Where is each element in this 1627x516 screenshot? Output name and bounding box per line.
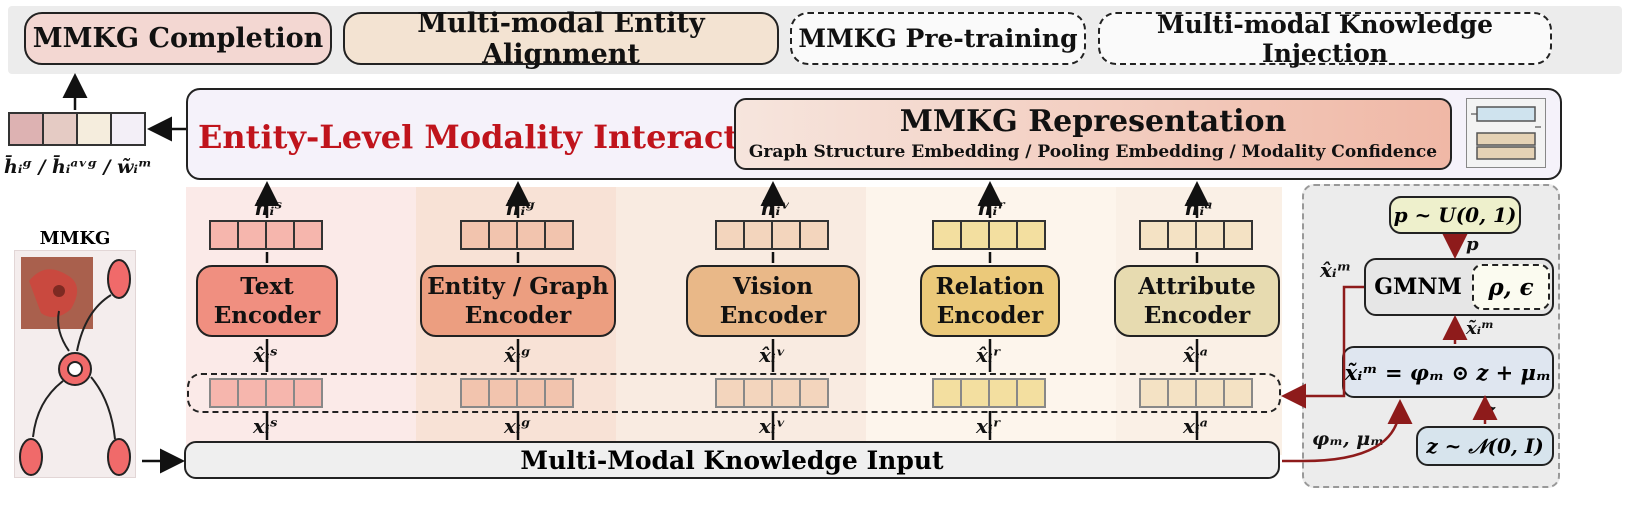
vector-cell bbox=[771, 220, 801, 250]
xhat-vector-3 bbox=[932, 378, 1046, 408]
output-label: h̄ᵢᵍ / h̄ᵢᵃᵛᵍ / w̃ᵢᵐ bbox=[4, 156, 152, 178]
vector-cell bbox=[237, 378, 267, 408]
vector-cell bbox=[743, 220, 773, 250]
vector-cell bbox=[1223, 378, 1253, 408]
encoder-4: Attribute Encoder bbox=[1114, 265, 1280, 337]
encoder-1: Entity / Graph Encoder bbox=[420, 265, 616, 337]
task-mmkg-completion: MMKG Completion bbox=[24, 12, 332, 65]
xhat-label-3: x̂ᵢʳ bbox=[976, 343, 1001, 367]
vector-cell bbox=[743, 378, 773, 408]
representation-box bbox=[734, 98, 1452, 170]
h-vector-0 bbox=[209, 220, 323, 250]
encoder-2: Vision Encoder bbox=[686, 265, 860, 337]
task-entity-alignment: Multi-modal Entity Alignment bbox=[343, 8, 779, 70]
representation-subtitle: Graph Structure Embedding / Pooling Embe… bbox=[748, 142, 1438, 162]
gmnm-params: ρ, ϵ bbox=[1472, 264, 1550, 310]
xhat-label-0: x̂ᵢˢ bbox=[253, 343, 278, 367]
p-label: p bbox=[1466, 234, 1479, 255]
vector-cell bbox=[1223, 220, 1253, 250]
vector-cell bbox=[293, 220, 323, 250]
task-pretraining: MMKG Pre-training bbox=[790, 12, 1086, 65]
vector-cell bbox=[1016, 220, 1046, 250]
vector-cell bbox=[799, 220, 829, 250]
representation-title: MMKG Representation bbox=[899, 103, 1287, 139]
vector-cell bbox=[209, 378, 239, 408]
embedding-row bbox=[187, 373, 1281, 413]
input-box: Multi-Modal Knowledge Input bbox=[184, 441, 1280, 479]
xhat-vector-1 bbox=[460, 378, 574, 408]
p-distribution: p ~ U(0, 1) bbox=[1389, 196, 1521, 234]
xhat-vector-4 bbox=[1139, 378, 1253, 408]
xhat-vector-0 bbox=[209, 378, 323, 408]
vector-cell bbox=[516, 378, 546, 408]
xm-hat-label: x̂ᵢᵐ bbox=[1320, 258, 1352, 282]
h-vector-4 bbox=[1139, 220, 1253, 250]
gmnm-label: GMNM bbox=[1374, 274, 1462, 300]
output-vector bbox=[8, 112, 146, 146]
vector-cell bbox=[488, 220, 518, 250]
interaction-title: Entity-Level Modality Interaction bbox=[198, 118, 796, 156]
formula-box: x̃ᵢᵐ = φₘ ⊙ z + μₘ bbox=[1342, 346, 1554, 398]
mmkg-label: MMKG bbox=[39, 227, 111, 249]
vector-cell bbox=[1167, 378, 1197, 408]
vector-cell bbox=[544, 378, 574, 408]
vector-cell bbox=[460, 378, 490, 408]
h-vector-3 bbox=[932, 220, 1046, 250]
vector-cell bbox=[715, 378, 745, 408]
vector-cell bbox=[293, 378, 323, 408]
architecture-icon bbox=[1466, 98, 1546, 168]
task-knowledge-injection: Multi-modal Knowledge Injection bbox=[1098, 10, 1552, 68]
vector-cell bbox=[544, 220, 574, 250]
xhat-label-4: x̂ᵢᵃ bbox=[1183, 343, 1208, 367]
h-vector-2 bbox=[715, 220, 829, 250]
encoder-0: Text Encoder bbox=[196, 265, 338, 337]
encoder-3: Relation Encoder bbox=[920, 265, 1060, 337]
vector-cell bbox=[960, 378, 990, 408]
z-distribution: z ~ 𝒩(0, I) bbox=[1416, 426, 1554, 466]
vector-cell bbox=[1016, 378, 1046, 408]
h-vector-1 bbox=[460, 220, 574, 250]
vector-cell bbox=[265, 378, 295, 408]
vector-cell bbox=[771, 378, 801, 408]
x-label-3: xᵢʳ bbox=[976, 414, 1001, 438]
vector-cell bbox=[932, 378, 962, 408]
vector-cell bbox=[799, 378, 829, 408]
mmkg-panel bbox=[14, 250, 136, 478]
x-label-0: xᵢˢ bbox=[253, 414, 278, 438]
xhat-vector-2 bbox=[715, 378, 829, 408]
xm-tilde-label: x̃ᵢᵐ bbox=[1466, 318, 1495, 339]
x-label-4: xᵢᵃ bbox=[1183, 414, 1208, 438]
phi-mu-label: φₘ, μₘ bbox=[1312, 428, 1385, 450]
